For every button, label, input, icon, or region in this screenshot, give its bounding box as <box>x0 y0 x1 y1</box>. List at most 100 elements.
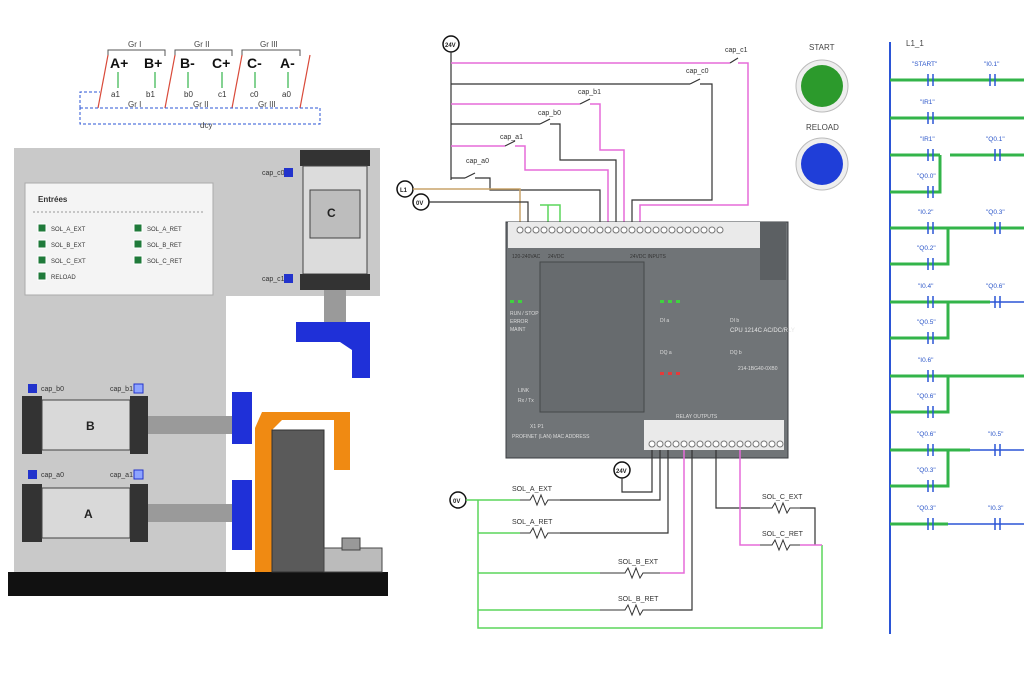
switch-label-a0: cap_a0 <box>466 158 489 165</box>
limit-switches <box>464 57 739 179</box>
wire-cap-b0 <box>451 123 617 222</box>
ladder-contact-5: "Q0.1" <box>986 136 1005 143</box>
press-tool <box>296 322 370 378</box>
ladder-contact-11: "Q0.6" <box>986 283 1005 290</box>
switch-label-c1: cap_c1 <box>725 47 748 54</box>
wire-sol-a-ext <box>560 450 661 501</box>
solenoid-label-a-ext: SOL_A_EXT <box>512 486 553 493</box>
cylinder-a-rod <box>148 504 232 522</box>
switch-label-b0: cap_b0 <box>538 110 561 117</box>
plc-status-leds <box>510 300 680 375</box>
ladder-contact-9: "Q0.2" <box>917 245 936 252</box>
ladder-contact-19: "I0.3" <box>988 505 1004 512</box>
condition-4: c1 <box>218 90 227 99</box>
clamp-block <box>323 547 383 573</box>
plc-di-a: DI a <box>660 318 669 324</box>
sensor-c1-indicator <box>284 274 293 283</box>
entrees-panel <box>24 182 214 296</box>
input-indicator-7[interactable] <box>133 255 143 265</box>
sensor-label-a0: cap_a0 <box>41 472 64 479</box>
cylinder-a-cap-right <box>130 484 148 542</box>
workpiece <box>255 412 350 572</box>
wire-n <box>429 201 529 222</box>
machine-base <box>8 572 388 596</box>
input-label-7: SOL_C_RET <box>147 259 182 265</box>
ladder-contact-4: "IR1" <box>920 136 935 143</box>
input-indicator-1[interactable] <box>37 223 47 233</box>
clamp-bolt <box>341 537 361 551</box>
plc-model: CPU 1214C AC/DC/RLY <box>730 328 795 334</box>
reload-button[interactable] <box>801 143 843 185</box>
input-label-1: SOL_A_EXT <box>51 227 86 233</box>
action-5: C- <box>247 55 262 71</box>
cylinder-b-label: B <box>86 419 95 433</box>
rung-outputs <box>948 301 1024 525</box>
cylinder-c-bottom-cap <box>300 274 370 290</box>
input-indicator-5[interactable] <box>133 223 143 233</box>
grafcet-sequence: Gr I Gr II Gr III A+ B+ B- C+ C- A- a1 b… <box>79 40 321 130</box>
sensor-label-c0: cap_c0 <box>262 170 285 177</box>
plc-rxtx: Rx / Tx <box>518 398 534 404</box>
ladder-contact-6: "Q0.0" <box>917 173 936 180</box>
switch-label-c0: cap_c0 <box>686 68 709 75</box>
bottom-group-2: Gr II <box>193 100 209 109</box>
red-slash-1 <box>97 54 109 109</box>
plc-part-number: 214-1BG40-0XB0 <box>738 366 778 372</box>
control-panel: START RELOAD <box>795 43 849 191</box>
input-indicator-2[interactable] <box>37 239 47 249</box>
cylinder-a-pusher <box>232 480 252 550</box>
ladder-contact-7: "I0.2" <box>918 209 934 216</box>
condition-6: a0 <box>282 90 291 99</box>
start-button[interactable] <box>801 65 843 107</box>
input-terminal-holes <box>516 226 724 234</box>
cylinder-b-clamp <box>232 392 252 444</box>
sensor-label-a1: cap_a1 <box>110 472 133 479</box>
workpiece-holder <box>271 429 325 573</box>
ladder-contact-16: "I0.5" <box>988 431 1004 438</box>
condition-3: b0 <box>184 90 193 99</box>
red-slash-2 <box>164 54 176 109</box>
ladder-contact-18: "Q0.3" <box>917 505 936 512</box>
input-indicator-4[interactable] <box>37 271 47 281</box>
plc-dq-a: DQ a <box>660 350 672 356</box>
input-indicator-6[interactable] <box>133 239 143 249</box>
plc-port-caption: PROFINET (LAN) MAC ADDRESS <box>512 434 590 440</box>
plc-port: X1 P1 <box>530 424 544 430</box>
rung-4 <box>890 226 1024 266</box>
cylinder-b-cap-right <box>130 396 148 454</box>
group-label-2: Gr II <box>194 40 210 49</box>
line-l1-label: L1 <box>400 188 408 194</box>
input-label-2: SOL_B_EXT <box>51 243 86 249</box>
reload-label: RELOAD <box>806 123 839 132</box>
rung-7 <box>890 448 970 488</box>
wiring-diagram: 24V cap_c1 cap_c0 cap_b1 cap_b0 cap_a1 c… <box>396 35 823 629</box>
machine-simulation: Entrées SOL_A_EXT SOL_B_EXT SOL_C_EXT RE… <box>8 148 388 596</box>
wire-l1 <box>413 188 521 222</box>
bottom-group-1: Gr I <box>128 100 141 109</box>
ladder-contact-1: "START" <box>912 61 938 68</box>
wire-cap-c0 <box>451 83 713 222</box>
switch-label-a1: cap_a1 <box>500 134 523 141</box>
sensor-b1-indicator <box>133 383 144 394</box>
zero-v-top-label: 0V <box>416 201 423 207</box>
solenoid-label-a-ret: SOL_A_RET <box>512 519 553 526</box>
cylinder-b-rod <box>148 416 232 434</box>
cycle-label: dcy <box>200 121 212 130</box>
plc-dq-b: DQ b <box>730 350 742 356</box>
supply-24v-bottom-label: 24V <box>616 469 627 475</box>
wire-sol-b-ext <box>660 450 685 574</box>
start-label: START <box>809 43 835 52</box>
entrees-title: Entrées <box>38 195 68 204</box>
rung-6 <box>890 374 1024 414</box>
input-label-4: RELOAD <box>51 275 76 281</box>
sensor-c0-indicator <box>284 168 293 177</box>
input-label-6: SOL_B_RET <box>147 243 182 249</box>
input-indicator-3[interactable] <box>37 255 47 265</box>
wire-cap-c1 <box>451 62 749 222</box>
plc-di-b: DI b <box>730 318 739 324</box>
cylinder-b-body <box>41 399 131 451</box>
wire-zero-v-bus <box>466 499 823 629</box>
group-label-1: Gr I <box>128 40 141 49</box>
plc-relay-outputs: RELAY OUTPUTS <box>676 414 718 420</box>
